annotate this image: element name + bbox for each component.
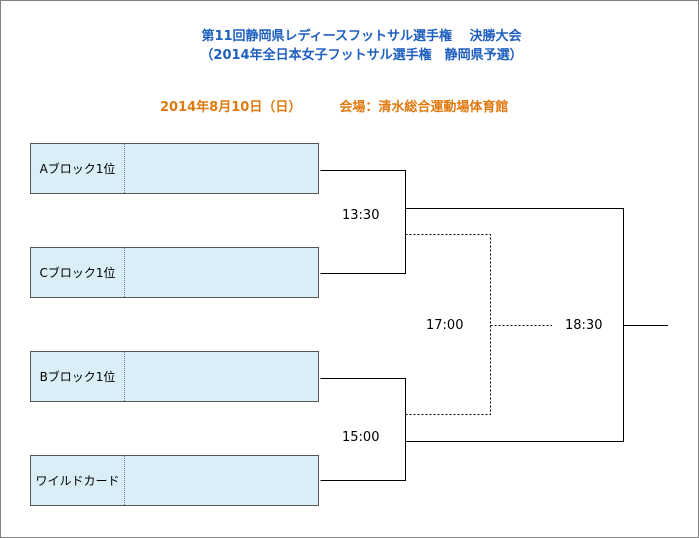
tournament-title: 第11回静岡県レディースフットサル選手権 決勝大会 bbox=[201, 29, 522, 44]
team-label-a-block: Aブロック1位 bbox=[31, 144, 125, 193]
team-slot-wildcard: ワイルドカード bbox=[30, 455, 319, 506]
event-venue: 会場：清水総合運動場体育館 bbox=[339, 100, 509, 115]
team-slot-c-block: Cブロック1位 bbox=[30, 247, 319, 298]
bracket-line-semifinal1 bbox=[320, 170, 406, 274]
match-time-semifinal1: 13:30 bbox=[342, 208, 380, 223]
team-slot-a-block: Aブロック1位 bbox=[30, 143, 319, 194]
date-venue-line: 2014年8月10日（日） 会場：清水総合運動場体育館 bbox=[160, 96, 508, 115]
team-label-c-block: Cブロック1位 bbox=[31, 248, 125, 297]
match-time-semifinal2: 15:00 bbox=[342, 430, 380, 445]
team-label-wildcard: ワイルドカード bbox=[31, 456, 125, 505]
team-label-b-block: Bブロック1位 bbox=[31, 352, 125, 401]
match-time-final: 18:30 bbox=[565, 318, 603, 333]
tournament-subtitle: （2014年全日本女子フットサル選手権 静岡県予選） bbox=[200, 48, 523, 63]
event-date: 2014年8月10日（日） bbox=[160, 100, 302, 115]
match-time-third-place: 17:00 bbox=[426, 318, 464, 333]
bracket-line-semifinal2 bbox=[320, 378, 406, 481]
team-slot-b-block: Bブロック1位 bbox=[30, 351, 319, 402]
